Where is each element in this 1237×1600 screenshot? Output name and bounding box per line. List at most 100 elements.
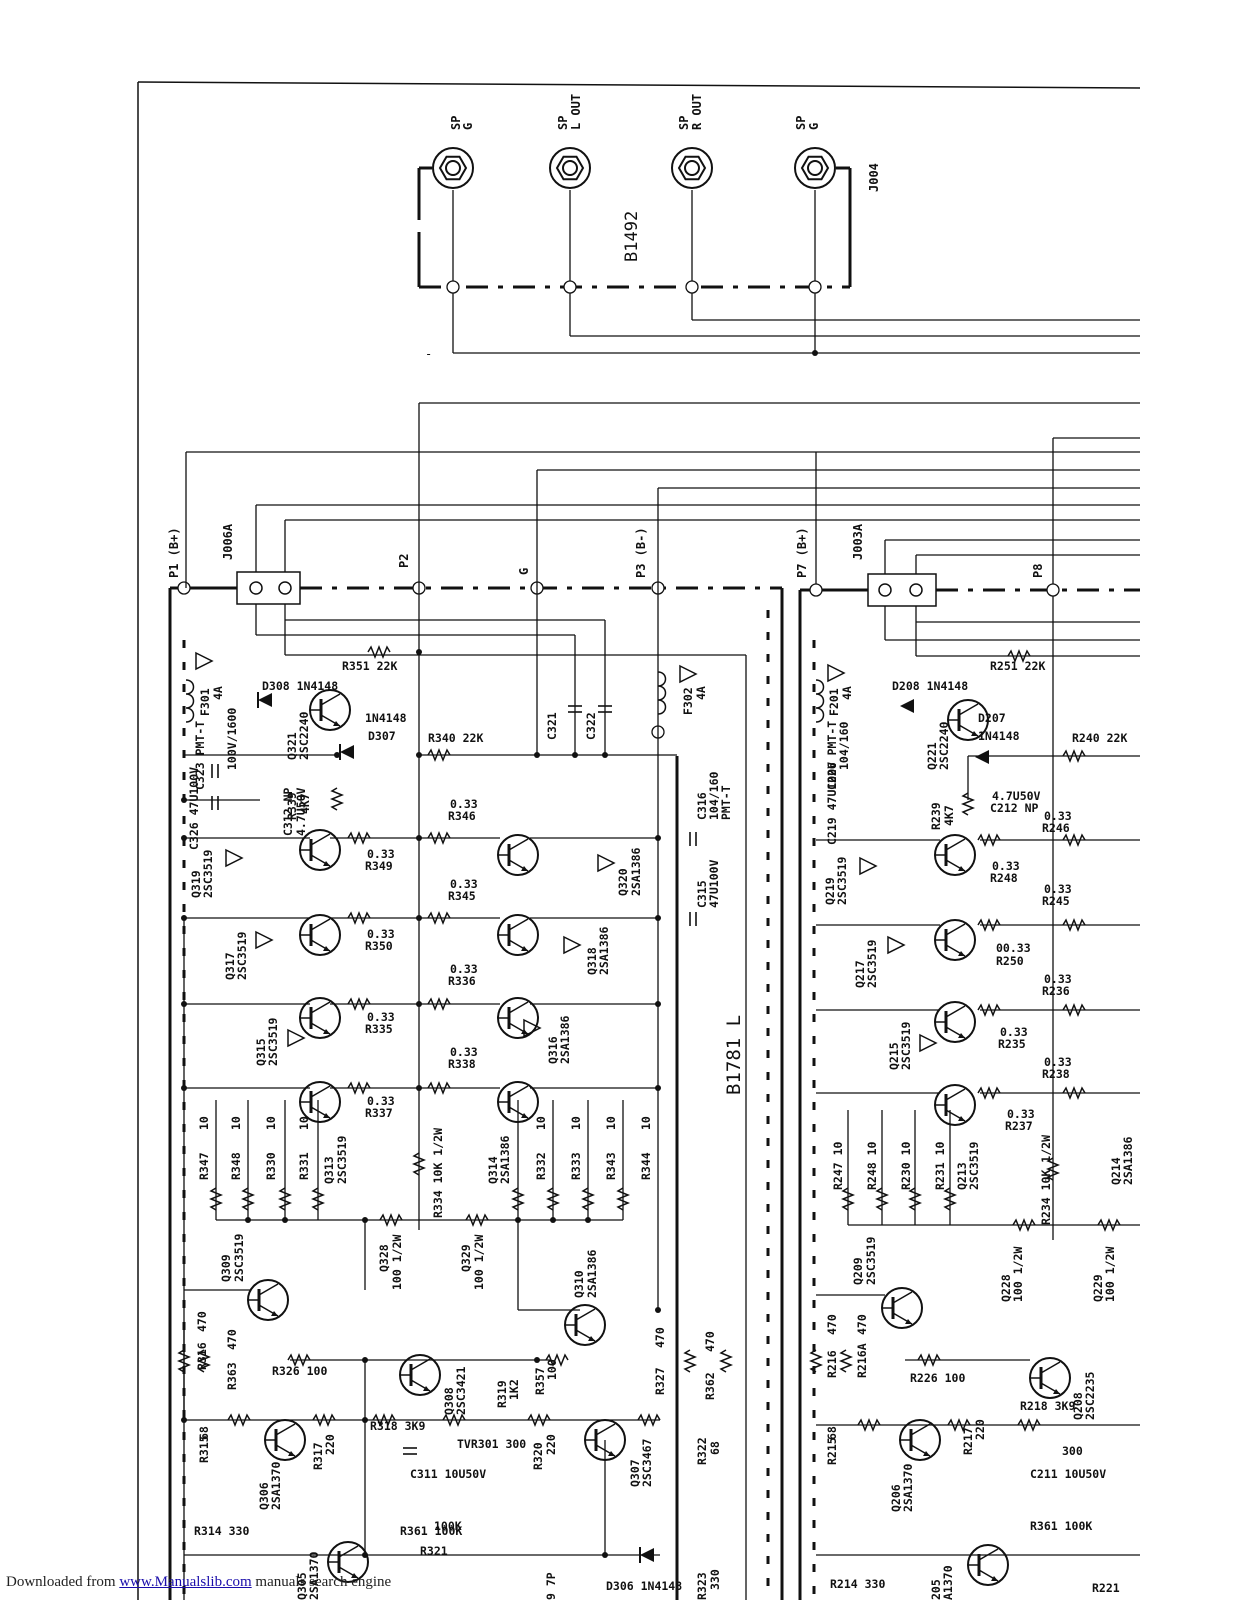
component-label: Q214 xyxy=(1109,1157,1123,1185)
safety-warning-icon xyxy=(195,651,698,1048)
speaker-jack-icon xyxy=(794,147,836,189)
component-label: Q310 xyxy=(572,1270,586,1298)
component-label: R327 xyxy=(653,1367,667,1395)
component-label: Q318 xyxy=(585,947,599,975)
component-label: Q208 xyxy=(1071,1392,1085,1420)
component-label: R230 10 xyxy=(899,1141,913,1190)
component-label: Q307 xyxy=(628,1459,642,1487)
component-label: 2SA1370 xyxy=(269,1461,283,1510)
component-label: R351 22K xyxy=(342,659,397,673)
component-label: R246 xyxy=(1042,821,1070,835)
footer-suffix: manuals search engine xyxy=(255,1574,392,1590)
component-label: R336 xyxy=(448,974,476,988)
speaker-board xyxy=(417,147,1140,356)
component-label: 2SC3519 xyxy=(865,939,879,988)
component-label: Q206 xyxy=(889,1484,903,1512)
component-label: 10 xyxy=(297,1116,311,1130)
component-label: 0.33 xyxy=(1044,972,1072,986)
component-label: 0.33 xyxy=(367,927,395,941)
component-label: C321 xyxy=(545,712,559,740)
component-label: R248 xyxy=(990,871,1018,885)
component-label: 10 xyxy=(229,1116,243,1130)
component-label: C315 xyxy=(695,880,709,908)
terminal-label: SP xyxy=(794,116,808,130)
component-label: 2SA1386 xyxy=(629,847,643,896)
component-label: R316 xyxy=(195,1342,209,1370)
component-label: Q215 xyxy=(887,1042,901,1070)
component-label: Q308 xyxy=(442,1387,456,1415)
component-label: Q321 xyxy=(285,732,299,760)
component-label: 470 xyxy=(855,1314,869,1335)
component-label: 220 xyxy=(973,1419,987,1440)
component-label: R349 xyxy=(365,859,393,873)
component-label: R331 xyxy=(297,1152,311,1180)
connector-j003a xyxy=(867,573,937,607)
component-label: R345 xyxy=(448,889,476,903)
component-label: 47U100V xyxy=(707,859,721,908)
component-label: R315 xyxy=(197,1435,211,1463)
component-label: 220 xyxy=(323,1434,337,1455)
fuse-icon xyxy=(185,679,195,723)
component-label: 0.33 xyxy=(450,1045,478,1059)
component-label: 104/160 xyxy=(837,721,851,770)
component-label: R338 xyxy=(448,1057,476,1071)
component-label: 4.7U50V xyxy=(294,787,308,836)
node-label-p1: P1 (B+) xyxy=(167,527,181,578)
component-label: TVR301 300 xyxy=(457,1437,526,1451)
component-label: R236 xyxy=(1042,984,1070,998)
component-label: C212 NP xyxy=(990,801,1039,815)
node-label-p8: P8 xyxy=(1031,564,1045,578)
component-label: 300 xyxy=(1062,1444,1083,1458)
component-label: R350 xyxy=(365,939,393,953)
component-label: 10 xyxy=(639,1116,653,1130)
capacitor-icon xyxy=(211,705,697,1455)
connector-j006a xyxy=(236,571,301,605)
component-label: Q217 xyxy=(853,960,867,988)
component-label: 0.33 xyxy=(450,962,478,976)
component-label: 0.33 xyxy=(367,847,395,861)
diode-icon xyxy=(975,750,989,764)
component-label: 0.33 xyxy=(1000,1025,1028,1039)
component-label: R362 xyxy=(703,1372,717,1400)
footer-credit: Downloaded from www.Manualslib.com manua… xyxy=(6,1574,391,1591)
component-label: Q317 xyxy=(223,952,237,980)
component-label: D208 1N4148 xyxy=(892,679,968,693)
component-label: R344 xyxy=(639,1152,653,1180)
component-label: 2SC3421 xyxy=(454,1366,468,1415)
component-label: 470 xyxy=(225,1329,239,1350)
manualslib-link[interactable]: www.Manualslib.com xyxy=(119,1574,252,1590)
component-label: R221 xyxy=(1092,1581,1120,1595)
component-label: 0.33 xyxy=(1044,1055,1072,1069)
component-label: Q316 xyxy=(546,1036,560,1064)
component-label: 100 1/2W xyxy=(390,1235,404,1290)
component-label: R357 xyxy=(533,1367,547,1395)
component-label: Q314 xyxy=(486,1156,500,1184)
component-label: Q219 xyxy=(823,877,837,905)
component-label: 2SC2240 xyxy=(297,711,311,760)
component-label: R314 330 xyxy=(194,1524,249,1538)
component-label: C326 47U100V xyxy=(187,767,201,850)
component-label: 1N4148 xyxy=(365,711,407,725)
component-label: Q329 xyxy=(459,1244,473,1272)
component-label: 2SC3519 xyxy=(266,1017,280,1066)
component-label: 0.33 xyxy=(1007,1107,1035,1121)
connector-label: J003A xyxy=(851,523,865,560)
component-label: 2SC2240 xyxy=(937,721,951,770)
component-label: 2SA1386 xyxy=(597,926,611,975)
component-label: 10 xyxy=(264,1116,278,1130)
component-label: 4A xyxy=(694,686,708,700)
component-label: 2SC2235 xyxy=(1083,1371,1097,1420)
component-label: 10 xyxy=(534,1116,548,1130)
component-label: R239 xyxy=(929,802,943,830)
component-label: R240 22K xyxy=(1072,731,1127,745)
component-label: R337 xyxy=(365,1106,393,1120)
component-label: Q306 xyxy=(257,1482,271,1510)
component-label: Q309 xyxy=(219,1254,233,1282)
component-label: R322 xyxy=(695,1437,709,1465)
component-label: R343 xyxy=(604,1152,618,1180)
component-label: R361 100K xyxy=(400,1524,462,1538)
component-label: 220 xyxy=(544,1434,558,1455)
component-label: 4.7U50V xyxy=(992,789,1041,803)
component-label: 2SC3519 xyxy=(201,849,215,898)
